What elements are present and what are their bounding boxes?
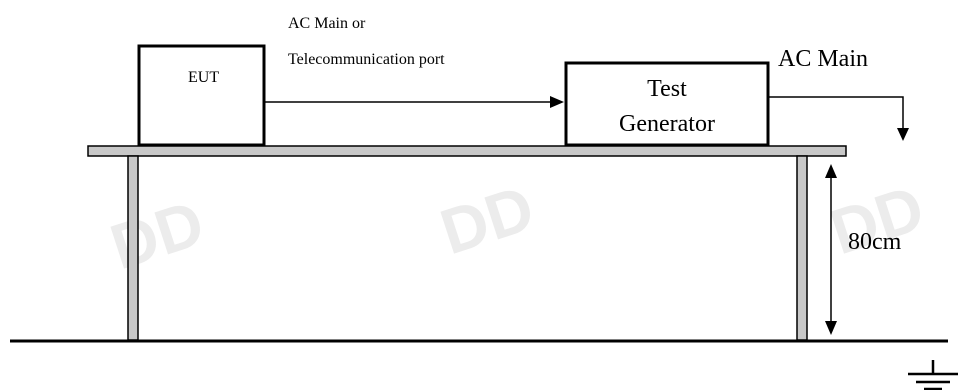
ac-main-label: AC Main [778, 46, 868, 72]
table-leg-left [127, 155, 139, 341]
height-arrowhead-top [825, 164, 837, 178]
ac-main-line [768, 96, 904, 128]
ground-symbol-icon [908, 360, 958, 390]
table-leg-right [796, 155, 808, 341]
height-arrowhead-bottom [825, 321, 837, 335]
test-generator-box [564, 61, 770, 147]
svg-text:DD: DD [432, 171, 542, 268]
test-generator-label-line1: Test [647, 76, 687, 102]
height-label: 80cm [848, 229, 902, 255]
cable-label-line1: AC Main or [288, 15, 366, 32]
ac-main-arrowhead [897, 128, 909, 141]
cable-label-line2: Telecommunication port [288, 51, 445, 68]
cable-arrowhead [550, 96, 564, 108]
table-top [87, 145, 847, 157]
svg-text:DD: DD [102, 186, 212, 283]
test-generator-label-line2: Generator [619, 111, 715, 137]
eut-label: EUT [188, 69, 220, 86]
eut-box [137, 44, 266, 147]
